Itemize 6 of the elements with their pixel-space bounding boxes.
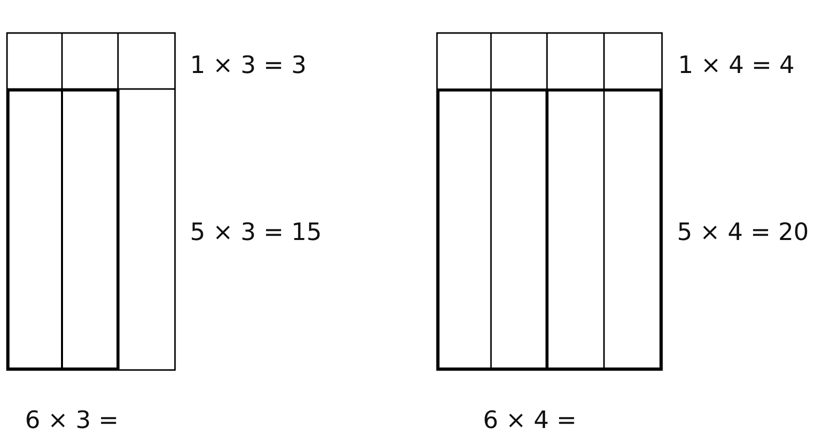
equation-text: 1 × 4 = 4	[678, 51, 795, 79]
equation-text: 5 × 3 = 15	[190, 218, 322, 246]
equation-text: 6 × 4 =	[483, 406, 577, 434]
equation-text: 1 × 3 = 3	[190, 51, 307, 79]
equation-text: 6 × 3 =	[25, 406, 119, 434]
equation-text: 5 × 4 = 20	[677, 218, 809, 246]
